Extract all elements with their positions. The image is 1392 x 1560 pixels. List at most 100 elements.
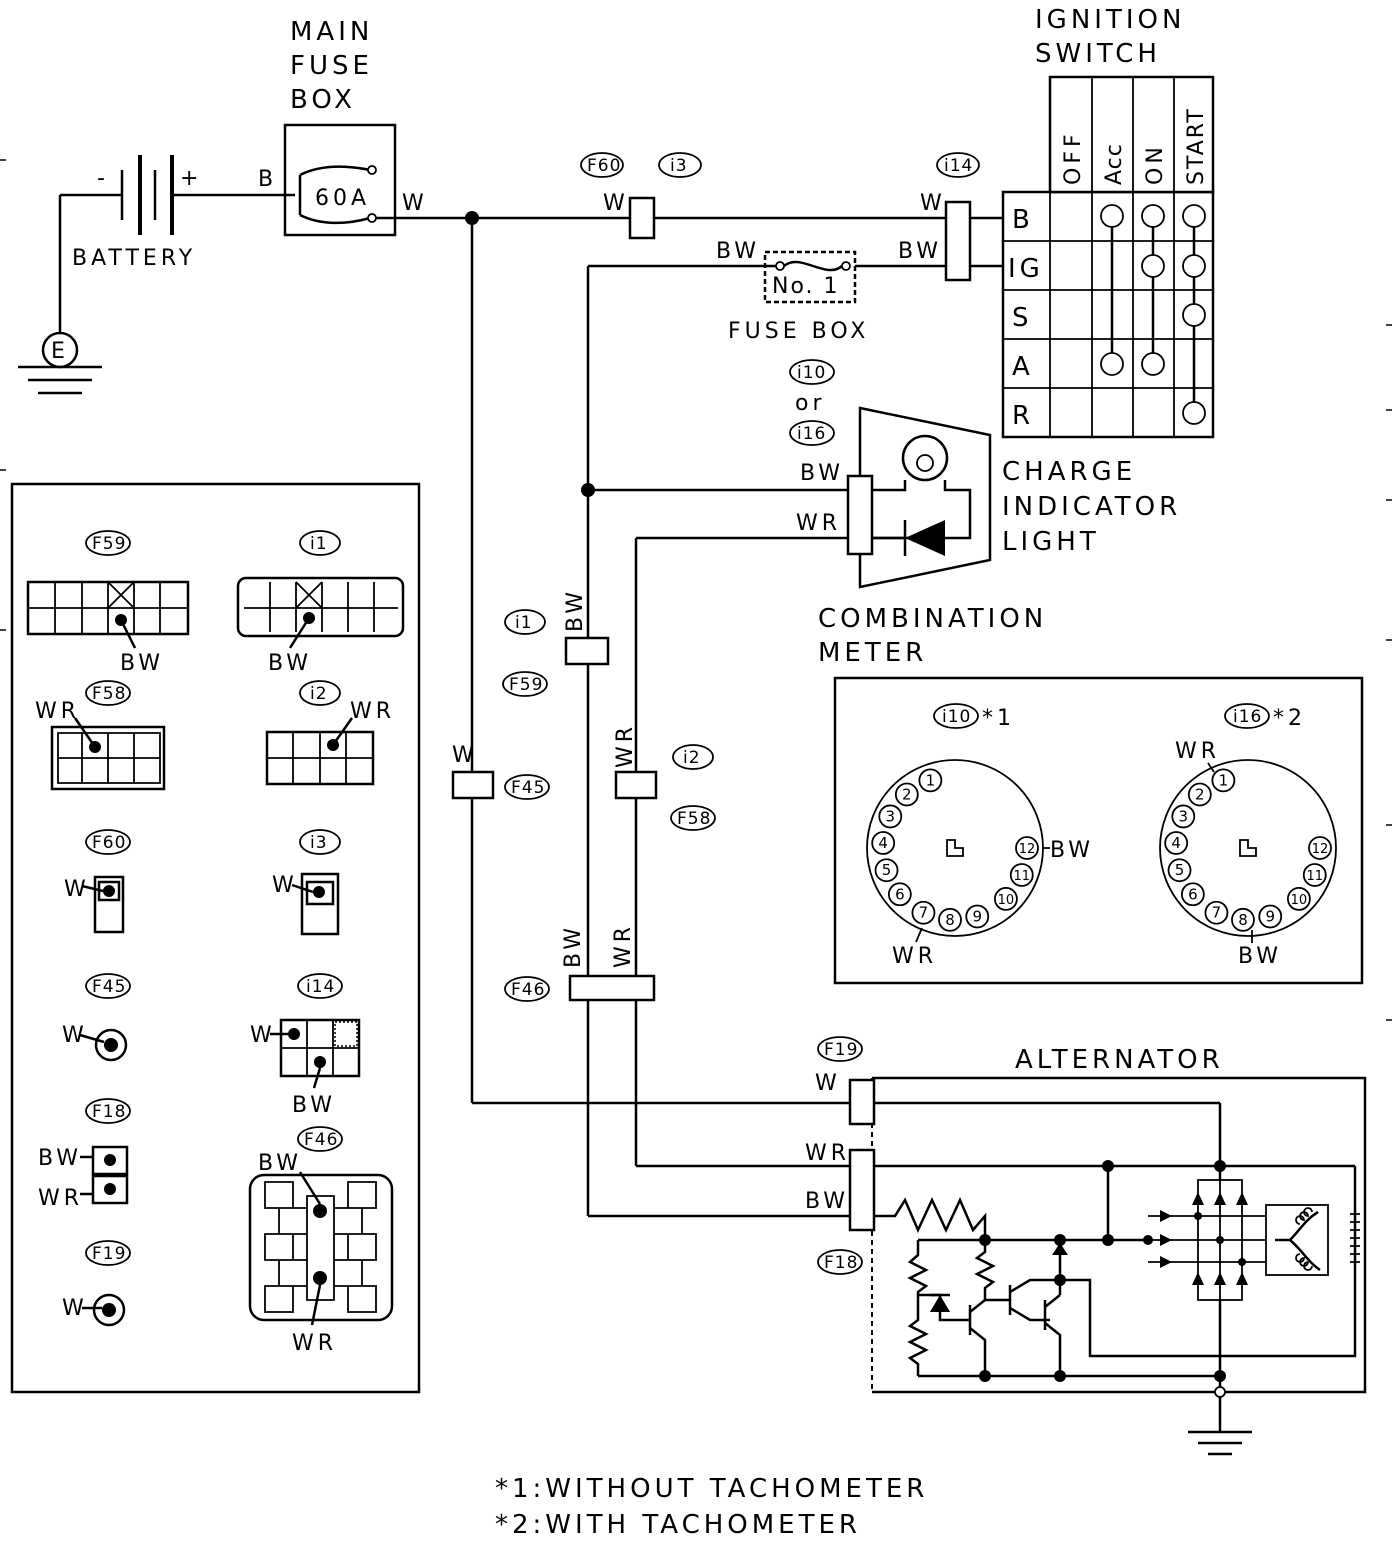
connector-i10-i16 bbox=[846, 474, 874, 556]
stator-coil-icon bbox=[1275, 1210, 1321, 1272]
view-tag-i1: i1 bbox=[310, 534, 328, 554]
view-i2-wr: WR bbox=[350, 699, 395, 724]
meter-i16-pin-10-marker bbox=[1287, 887, 1311, 911]
wire-label-w-4: W bbox=[452, 743, 478, 768]
meter-i16-pin-8-label: 8 bbox=[1238, 911, 1248, 929]
connector-f18 bbox=[848, 1148, 876, 1232]
charge-diode-icon bbox=[905, 520, 945, 556]
meter-i16-pin-2-label: 2 bbox=[1195, 785, 1205, 803]
meter-i16-pin-12-marker bbox=[1308, 836, 1332, 860]
meter-i10-pin12-bw: BW bbox=[1050, 838, 1094, 863]
meter-i16-pin-9-label: 9 bbox=[1265, 907, 1275, 925]
meter-tag-i16: i16 bbox=[1233, 707, 1262, 727]
meter-i16-pin-7-marker bbox=[1204, 900, 1229, 925]
meter-i10-pin-10-marker bbox=[994, 887, 1018, 911]
meter-i16-pin-11-marker bbox=[1302, 863, 1327, 887]
ignition-switch-label-2: SWITCH bbox=[1035, 39, 1161, 69]
meter-i16-pin-1-marker bbox=[1211, 768, 1236, 793]
fuse-box-label: FUSE BOX bbox=[728, 319, 869, 344]
view-tag-i3: i3 bbox=[310, 833, 328, 853]
battery-plus: + bbox=[180, 166, 202, 191]
ignition-switch-label-1: IGNITION bbox=[1035, 5, 1185, 35]
ignition-switch: IGNITION SWITCH OFF Acc ON START B IG S … bbox=[1001, 5, 1215, 439]
wire-label-w-1: W bbox=[402, 191, 428, 216]
connector-f46 bbox=[568, 974, 656, 1002]
meter-i16-pin-10-label: 10 bbox=[1291, 893, 1308, 908]
wire-label-w-2: W bbox=[603, 191, 629, 216]
meter-i16-pin-3-marker bbox=[1171, 804, 1196, 829]
wire-label-bw-4: BW bbox=[563, 588, 588, 632]
rectifier-diodes-icon bbox=[1160, 1192, 1248, 1285]
wire-label-w-3: W bbox=[920, 191, 946, 216]
combination-meter-label-1: COMBINATION bbox=[818, 604, 1047, 634]
ign-row-s: S bbox=[1012, 303, 1033, 333]
meter-i16-pin-11-label: 11 bbox=[1306, 869, 1323, 884]
tag-f58: F58 bbox=[677, 809, 711, 829]
view-f18-bw: BW bbox=[38, 1146, 82, 1171]
meter-i10-pin-4-marker bbox=[871, 831, 896, 855]
charge-label-2: INDICATOR bbox=[1002, 492, 1181, 522]
meter-i10-pin-5-label: 5 bbox=[882, 861, 892, 879]
meter-connector-face bbox=[1159, 759, 1337, 937]
connector-views-panel: F59 BW i1 BW F58 WR i2 WR F60 W i3 bbox=[10, 482, 421, 1394]
tag-f18: F18 bbox=[824, 1253, 858, 1273]
meter-i16-pin-4-marker bbox=[1164, 831, 1189, 855]
fuse-60a-symbol bbox=[298, 165, 371, 225]
connector-i14 bbox=[944, 200, 972, 282]
wire-label-bw-2: BW bbox=[716, 239, 760, 264]
meter-i16-pin-3-label: 3 bbox=[1179, 807, 1189, 825]
view-f46-bw: BW bbox=[258, 1151, 302, 1176]
view-tag-f19: F19 bbox=[92, 1244, 126, 1264]
charge-label-1: CHARGE bbox=[1002, 457, 1136, 487]
meter-i10-pin-2-marker bbox=[894, 782, 919, 807]
meter-i16-pin-6-label: 6 bbox=[1188, 885, 1198, 903]
wire-label-wr-2: WR bbox=[613, 723, 638, 768]
meter-i10-pin-12-marker bbox=[1015, 836, 1039, 860]
meter-i16-pin-7-label: 7 bbox=[1212, 904, 1222, 922]
view-f18-wr: WR bbox=[38, 1186, 83, 1211]
ign-row-a: A bbox=[1012, 352, 1034, 382]
wire-label-b: B bbox=[258, 167, 277, 192]
battery-label: BATTERY bbox=[72, 246, 196, 271]
fuse-box-no1-outline bbox=[763, 250, 857, 304]
wire-label-bw-3: BW bbox=[800, 461, 844, 486]
view-tag-f60: F60 bbox=[92, 833, 126, 853]
view-i14-bw: BW bbox=[292, 1093, 336, 1118]
meter-i16-pin8-bw: BW bbox=[1238, 944, 1282, 969]
meter-note-2: *2 bbox=[1273, 706, 1306, 731]
ign-col-acc: Acc bbox=[1102, 143, 1127, 185]
alternator-outline bbox=[872, 1076, 1367, 1394]
w-wire-trunk: W W W W bbox=[376, 191, 946, 1105]
tag-i10-a: i10 bbox=[797, 363, 826, 383]
main-fuse-box-label-2: FUSE bbox=[290, 51, 373, 81]
edge-marks bbox=[0, 159, 1392, 1021]
meter-i10-pin-5-marker bbox=[874, 858, 899, 883]
tag-i1: i1 bbox=[515, 613, 533, 633]
tag-f60: F60 bbox=[587, 156, 621, 176]
view-f59-bw: BW bbox=[120, 651, 164, 676]
meter-i16-pin-2-marker bbox=[1187, 782, 1212, 807]
view-i14-w: W bbox=[250, 1023, 276, 1048]
connector-tags-top: F60 i3 i14 bbox=[580, 152, 980, 178]
tag-f19: F19 bbox=[824, 1040, 858, 1060]
meter-i16-pin-5-marker bbox=[1167, 858, 1192, 883]
meter-i16-pin-12-label: 12 bbox=[1312, 842, 1329, 857]
tag-i14: i14 bbox=[944, 156, 973, 176]
battery-minus: - bbox=[97, 166, 109, 191]
view-f60-w: W bbox=[64, 877, 90, 902]
meter-i10-pin-11-label: 11 bbox=[1013, 869, 1030, 884]
ign-col-on: ON bbox=[1143, 143, 1168, 185]
tag-i3: i3 bbox=[670, 156, 688, 176]
meter-i10-pin7-wr: WR bbox=[892, 944, 937, 969]
view-f58-wr: WR bbox=[35, 699, 80, 724]
tag-f45: F45 bbox=[511, 778, 545, 798]
meter-i10-pin-11-marker bbox=[1009, 863, 1034, 887]
view-tag-f18: F18 bbox=[92, 1102, 126, 1122]
main-fuse-box: MAIN FUSE BOX 60A bbox=[283, 17, 397, 237]
combination-meter-label-2: METER bbox=[818, 638, 927, 668]
footnote-1: *1:WITHOUT TACHOMETER bbox=[495, 1474, 928, 1504]
meter-i10-pin-9-label: 9 bbox=[972, 907, 982, 925]
view-i1-bw: BW bbox=[268, 651, 312, 676]
